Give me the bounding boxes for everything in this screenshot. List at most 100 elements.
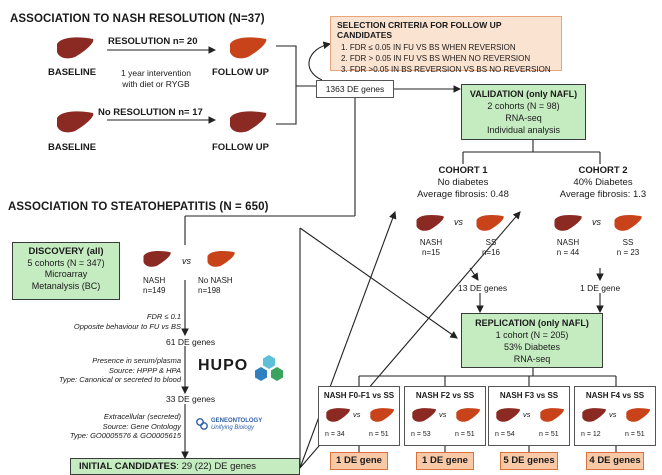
subgroup-title: NASH F2 vs SS bbox=[415, 391, 475, 400]
filter1-result: 61 DE genes bbox=[166, 337, 216, 347]
subgroup-result: 5 DE genes bbox=[500, 452, 558, 470]
cohort1-de: 13 DE genes bbox=[458, 283, 508, 293]
curve-to-selection bbox=[308, 41, 332, 81]
filter1-text: FDR ≤ 0.1 Opposite behaviour to FU vs BS bbox=[45, 312, 181, 331]
group-label: NASH bbox=[419, 238, 443, 247]
validation-box: VALIDATION (only NAFL) 2 cohorts (N = 98… bbox=[461, 84, 586, 140]
subgroup-title: NASH F3 vs SS bbox=[499, 391, 559, 400]
subgroup-n2: n = 51 bbox=[539, 431, 559, 438]
group-n: n=149 bbox=[143, 286, 166, 295]
liver-icon bbox=[614, 215, 642, 231]
liver-icon bbox=[411, 407, 437, 428]
replication-line: RNA-seq bbox=[513, 354, 551, 364]
validation-title: VALIDATION (only NAFL) bbox=[469, 89, 578, 99]
vs-label: vs bbox=[523, 410, 531, 419]
liver-icon bbox=[207, 251, 235, 267]
liver-icon bbox=[57, 37, 94, 59]
cohort1-line: Average fibrosis: 0.48 bbox=[417, 189, 509, 200]
hupo-logo: HUPO bbox=[198, 357, 249, 374]
discovery-box: DISCOVERY (all) 5 cohorts (N = 347) Micr… bbox=[12, 242, 120, 300]
discovery-line: Microarray bbox=[44, 269, 88, 279]
steato-title: ASSOCIATION TO STEATOHEPATITIS (N = 650) bbox=[8, 201, 269, 213]
validation-line: RNA-seq bbox=[505, 113, 542, 123]
liver-icon bbox=[369, 407, 395, 428]
subgroup-n1: n = 53 bbox=[411, 431, 431, 438]
validation-line: 2 cohorts (N = 98) bbox=[487, 101, 560, 111]
group-label: SS bbox=[622, 238, 634, 247]
subgroup-result: 1 DE gene bbox=[416, 452, 474, 470]
filter-line: Extracellular (secreted) bbox=[103, 412, 181, 421]
cohort2-block: COHORT 2 40% Diabetes Average fibrosis: … bbox=[548, 165, 658, 201]
selection-criteria-box: SELECTION CRITERIA FOR FOLLOW UP CANDIDA… bbox=[330, 16, 562, 74]
initial-candidates-box: INITIAL CANDIDATES: 29 (22) DE genes bbox=[70, 458, 300, 475]
filter3-text: Extracellular (secreted) Source: Gene On… bbox=[20, 412, 181, 441]
group-n: n=16 bbox=[481, 248, 501, 257]
go-logo-main: GENEONTOLOGY bbox=[211, 418, 263, 424]
group-n: n = 23 bbox=[616, 248, 640, 257]
filter-line: Source: Gene Ontology bbox=[102, 421, 181, 431]
hupo-hexagons-icon bbox=[255, 355, 283, 381]
subgroup-panel: NASH F0-F1 vs SS vs n = 34 n = 51 bbox=[318, 386, 400, 446]
discovery-title: DISCOVERY (all) bbox=[28, 246, 104, 257]
group-n: n = 44 bbox=[556, 248, 580, 257]
subgroup-n2: n = 51 bbox=[455, 431, 475, 438]
subgroup-n1: n = 54 bbox=[495, 431, 515, 438]
filter-line: Source: HPPP & HPA bbox=[108, 365, 181, 375]
nash-resolution-title: ASSOCIATION TO NASH RESOLUTION (N=37) bbox=[10, 13, 265, 25]
selection-item: 3. FDR >0.05 IN BS REVERSION VS BS NO RE… bbox=[341, 65, 551, 74]
group-n: n=15 bbox=[421, 248, 441, 257]
intervention-line: with diet or RYGB bbox=[122, 79, 190, 89]
liver-icon bbox=[554, 215, 582, 231]
subgroup-result: 4 DE genes bbox=[586, 452, 644, 470]
bracket-to-de-genes bbox=[276, 45, 316, 87]
liver-icon bbox=[230, 37, 267, 59]
subgroup-n2: n = 51 bbox=[369, 431, 389, 438]
cohort1-title: COHORT 1 bbox=[438, 165, 488, 176]
liver-icon bbox=[230, 111, 267, 133]
subgroup-panel: NASH F2 vs SS vs n = 53 n = 51 bbox=[404, 386, 486, 446]
validation-line: Individual analysis bbox=[486, 125, 561, 135]
vs-label: vs bbox=[454, 217, 463, 227]
liver-icon bbox=[495, 407, 521, 428]
cohort2-line: 40% Diabetes bbox=[573, 177, 633, 188]
filter-line: FDR ≤ 0.1 bbox=[146, 312, 181, 321]
filter2-result: 33 DE genes bbox=[166, 394, 216, 404]
cohort2-title: COHORT 2 bbox=[578, 165, 628, 176]
cohort2-line: Average fibrosis: 1.3 bbox=[559, 189, 647, 200]
vs-label: vs bbox=[353, 410, 361, 419]
group-label: SS bbox=[485, 238, 497, 247]
subgroup-n1: n = 34 bbox=[325, 431, 345, 438]
selection-title: SELECTION CRITERIA FOR FOLLOW UP CANDIDA… bbox=[337, 20, 502, 40]
liver-icon bbox=[581, 407, 607, 428]
liver-icon bbox=[325, 407, 351, 428]
replication-line: 1 cohort (N = 205) bbox=[495, 330, 569, 340]
subgroup-n1: n = 12 bbox=[581, 431, 601, 438]
cohort2-de: 1 DE gene bbox=[580, 283, 621, 293]
subgroup-panel: NASH F3 vs SS vs n = 54 n = 51 bbox=[488, 386, 570, 446]
liver-icon bbox=[57, 111, 94, 133]
go-logo-sub: Unifying Biology bbox=[211, 425, 255, 431]
vs-label: vs bbox=[592, 217, 601, 227]
baseline-label: BASELINE bbox=[48, 142, 97, 153]
group-label: No NASH bbox=[198, 276, 233, 285]
replication-line: 53% Diabetes bbox=[503, 342, 561, 352]
gene-ontology-logo: GENEONTOLOGY Unifying Biology bbox=[211, 418, 262, 432]
vs-label: vs bbox=[439, 410, 447, 419]
replication-box: REPLICATION (only NAFL) 1 cohort (N = 20… bbox=[461, 313, 603, 368]
filter-line: Presence in serum/plasma bbox=[92, 356, 181, 365]
subgroup-title: NASH F0-F1 vs SS bbox=[323, 391, 395, 400]
discovery-line: 5 cohorts (N = 347) bbox=[27, 257, 105, 268]
subgroup-result: 1 DE gene bbox=[330, 452, 388, 470]
filter-line: Type: Canonical or secreted to blood bbox=[58, 375, 181, 384]
vs-label: vs bbox=[182, 256, 191, 266]
group-label: NASH bbox=[556, 238, 580, 247]
resolution-label: RESOLUTION n= 20 bbox=[108, 36, 198, 47]
vs-label: vs bbox=[609, 410, 617, 419]
replication-title: REPLICATION (only NAFL) bbox=[475, 318, 589, 328]
cohort1-block: COHORT 1 No diabetes Average fibrosis: 0… bbox=[408, 165, 518, 201]
